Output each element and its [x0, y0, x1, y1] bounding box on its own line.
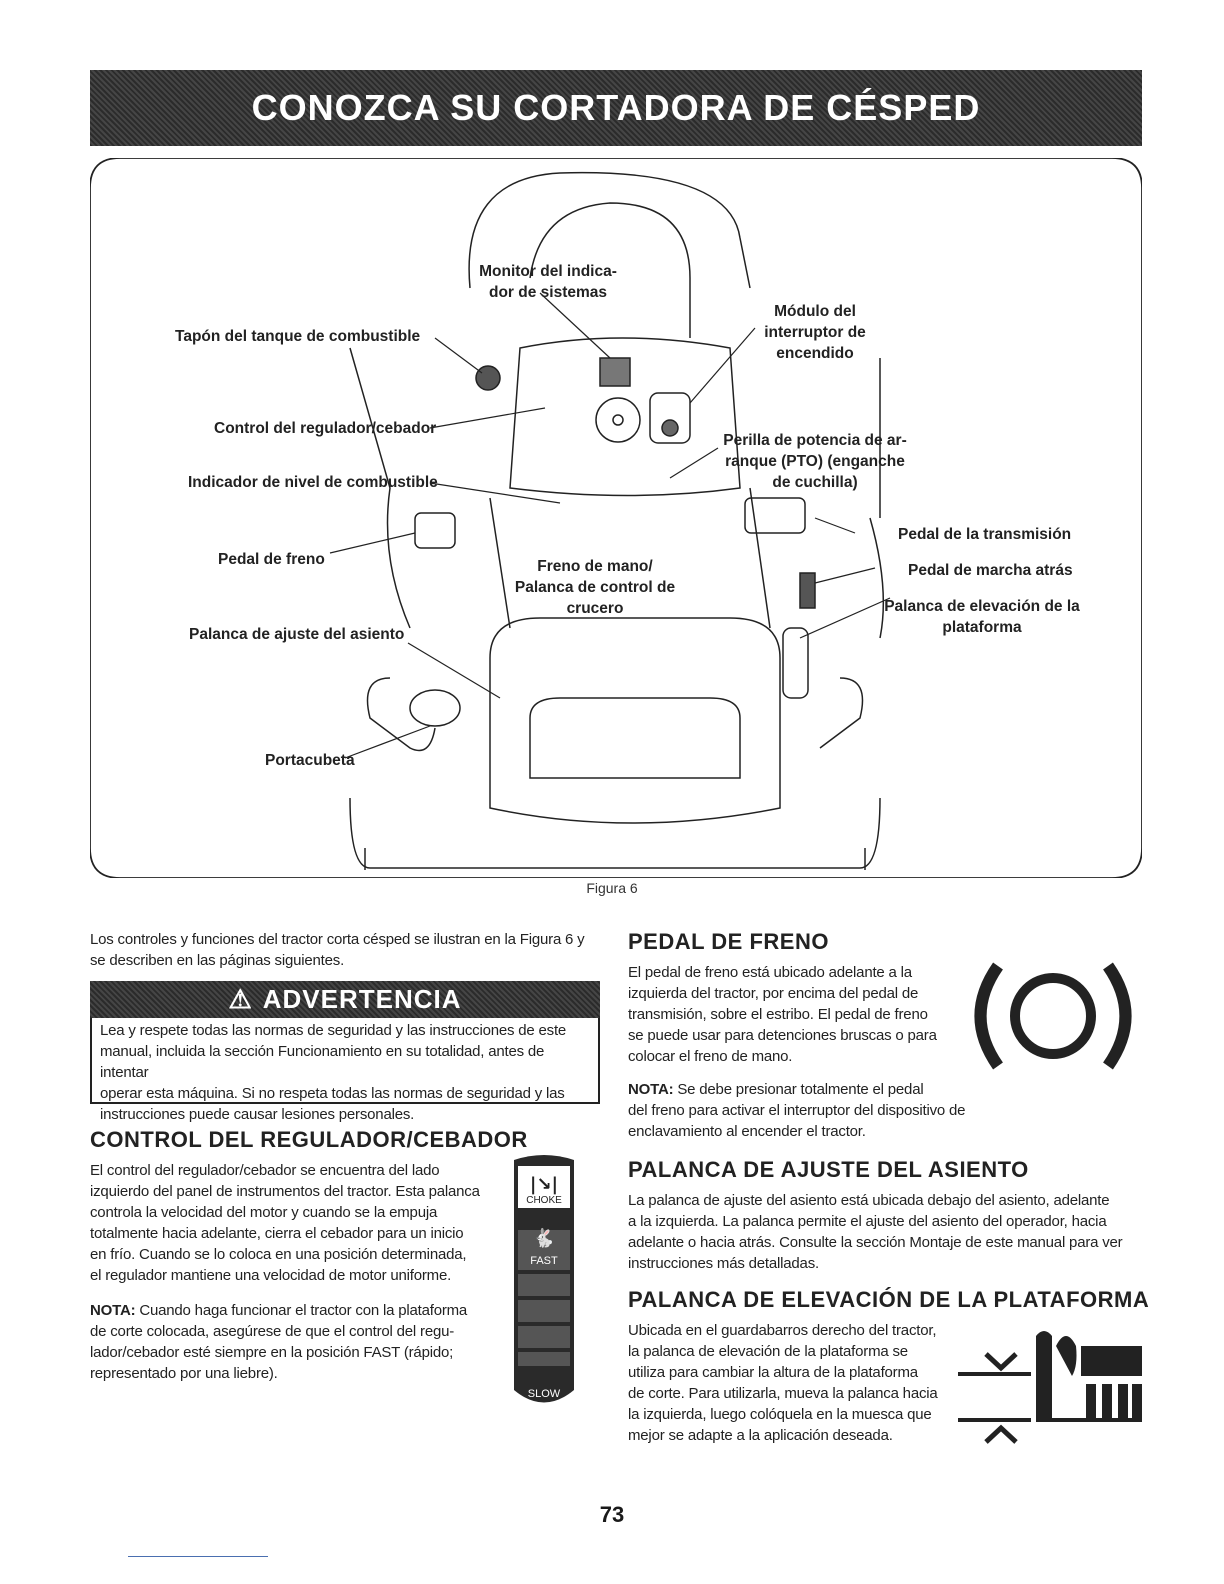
label-palanca-ajuste: Palanca de ajuste del asiento — [189, 626, 405, 643]
label-monitor: Monitor del indica- dor de sistemas — [479, 263, 617, 301]
label-portacubeta: Portacubeta — [265, 752, 355, 769]
label-indicador: Indicador de nivel de combustible — [188, 474, 438, 491]
throttle-gauge: |↘| CHOKE 🐇 FAST SLOW — [504, 1150, 584, 1410]
pedal-nota: NOTA: Se debe presionar totalmente el pe… — [628, 1081, 966, 1140]
deck-height-icon — [956, 1316, 1142, 1450]
label-control-regulador: Control del regulador/cebador — [214, 420, 437, 437]
label-pedal-freno: Pedal de freno — [218, 551, 325, 568]
figure-caption: Figura 6 — [586, 880, 638, 896]
page-title: CONOZCA SU CORTADORA DE CÉSPED — [251, 87, 981, 128]
label-perilla: Perilla de potencia de ar- ranque (PTO) … — [723, 432, 907, 491]
svg-text:|↘|: |↘| — [530, 1174, 558, 1195]
elevacion-body: Ubicada en el guardabarros derecho del t… — [628, 1322, 938, 1444]
fast-label: FAST — [530, 1255, 558, 1267]
heading-control: CONTROL DEL REGULADOR/CEBADOR — [90, 1127, 528, 1152]
page-banner: CONOZCA SU CORTADORA DE CÉSPED — [90, 70, 1142, 146]
label-freno-mano: Freno de mano/ Palanca de control de cru… — [514, 558, 676, 617]
label-pedal-transmision: Pedal de la transmisión — [898, 526, 1072, 543]
footer-line — [128, 1556, 268, 1557]
rabbit-icon: 🐇 — [532, 1228, 556, 1248]
control-nota: NOTA: Cuando haga funcionar el tractor c… — [90, 1302, 468, 1382]
warning-icon: ⚠ — [228, 984, 253, 1014]
heading-pedal: PEDAL DE FRENO — [628, 929, 829, 954]
asiento-body: La palanca de ajuste del asiento está ub… — [628, 1192, 1123, 1272]
page-number: 73 — [599, 1502, 625, 1527]
pedal-body: El pedal de freno está ubicado adelante … — [628, 964, 937, 1065]
label-palanca-elevacion: Palanca de elevación de la plataforma — [884, 598, 1080, 636]
heading-elevacion: PALANCA DE ELEVACIÓN DE LA PLATAFORMA — [628, 1287, 1150, 1312]
tractor-illustration — [89, 157, 1143, 879]
slow-label: SLOW — [527, 1388, 561, 1400]
warning-header: ⚠ ADVERTENCIA — [90, 981, 600, 1018]
control-body: El control del regulador/cebador se encu… — [90, 1162, 480, 1284]
warning-body: Lea y respete todas las normas de seguri… — [90, 1018, 600, 1123]
heading-asiento: PALANCA DE AJUSTE DEL ASIENTO — [628, 1157, 1029, 1182]
label-modulo: Módulo del interruptor de encendido — [764, 303, 866, 362]
label-pedal-marcha: Pedal de marcha atrás — [908, 562, 1073, 579]
label-tapon: Tapón del tanque de combustible — [175, 328, 421, 345]
intro-text: Los controles y funciones del tractor co… — [90, 931, 585, 969]
choke-label: CHOKE — [526, 1195, 562, 1206]
figure-6: Monitor del indica- dor de sistemas Tapó… — [89, 157, 1143, 879]
brake-icon — [968, 956, 1138, 1076]
